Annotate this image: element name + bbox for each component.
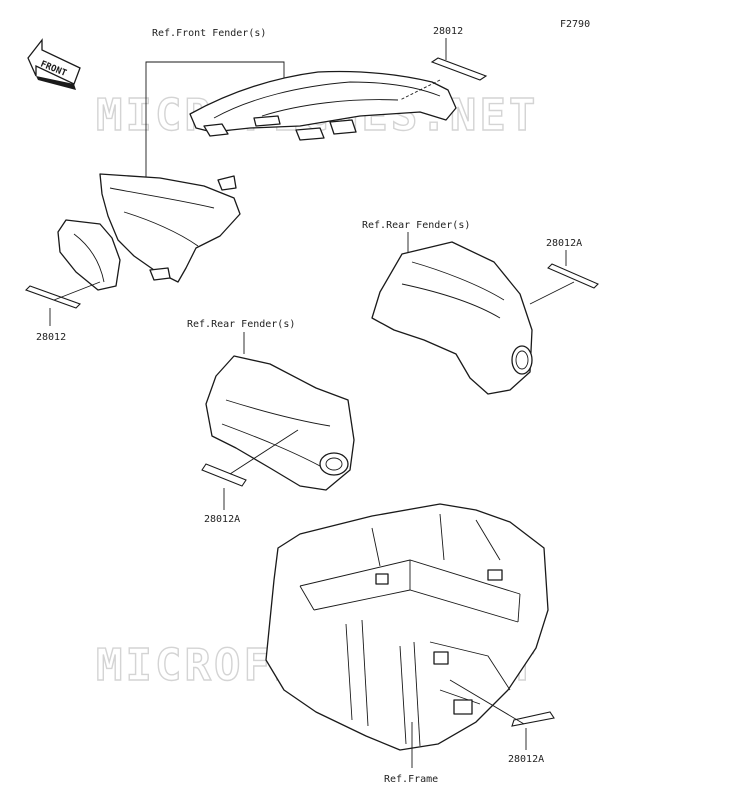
callout-ref-front-fenders: Ref.Front Fender(s) (152, 28, 266, 39)
front-fender-top-part (189, 70, 457, 141)
decal-middle (201, 463, 247, 487)
rear-fender-left-part (205, 355, 355, 491)
part-number-decal-right: 28012A (546, 238, 582, 249)
part-number-decal-middle: 28012A (204, 514, 240, 525)
decal-top (430, 57, 488, 81)
decal-right (547, 263, 599, 289)
front-arrow-icon: FRONT (27, 38, 81, 90)
part-number-decal-top: 28012 (433, 26, 463, 37)
callout-ref-rear-fenders-right: Ref.Rear Fender(s) (362, 220, 470, 231)
decal-bottom (511, 711, 555, 727)
decal-left (24, 285, 82, 309)
leader-front-fenders (145, 61, 285, 178)
rear-fender-right-part (371, 241, 533, 395)
callout-ref-rear-fenders-left: Ref.Rear Fender(s) (187, 319, 295, 330)
front-fender-side-part (57, 173, 241, 291)
frame-part (265, 503, 549, 751)
part-number-decal-bottom: 28012A (508, 754, 544, 765)
figure-code: F2790 (560, 19, 590, 30)
part-number-decal-left: 28012 (36, 332, 66, 343)
callout-ref-frame: Ref.Frame (384, 774, 438, 785)
